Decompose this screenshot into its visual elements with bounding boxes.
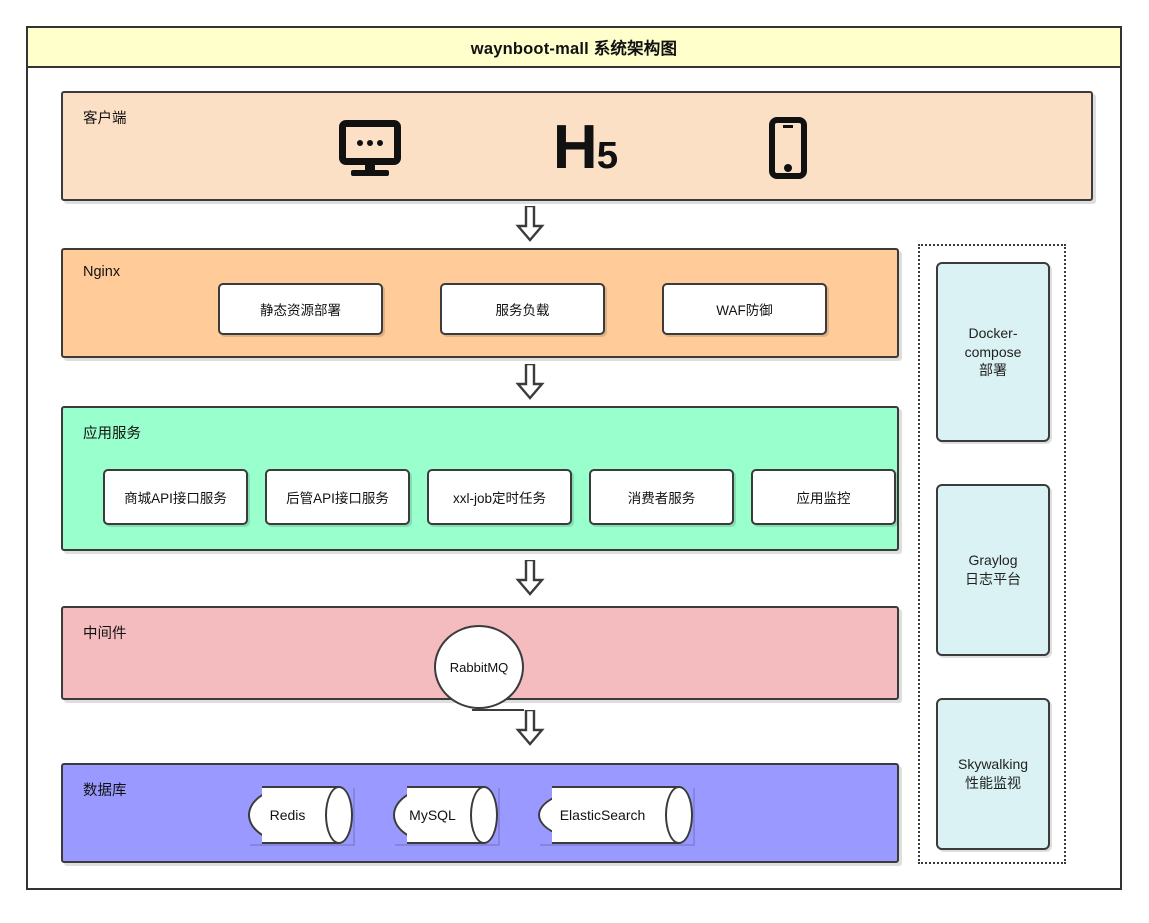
- node-redis[interactable]: Redis: [248, 786, 353, 844]
- h5-letter: H: [552, 113, 598, 182]
- ops-box-docker-compose[interactable]: Docker- compose 部署: [936, 262, 1050, 442]
- cylinder-cap: [325, 786, 353, 844]
- node-waf-defense[interactable]: WAF防御: [662, 283, 827, 335]
- ops-docker-line2: compose: [964, 343, 1022, 360]
- node-elasticsearch[interactable]: ElasticSearch: [538, 786, 693, 844]
- layer-app-services: 应用服务 商城API接口服务 后管API接口服务 xxl-job定时任务 消费者…: [61, 406, 899, 551]
- layer-database-label: 数据库: [83, 783, 127, 799]
- arrow-client-to-nginx: [515, 206, 545, 242]
- monitor-neck: [364, 165, 375, 172]
- monitor-dot: [356, 139, 363, 146]
- elasticsearch-label: ElasticSearch: [559, 807, 646, 823]
- monitor-dot: [376, 139, 383, 146]
- monitor-base: [350, 170, 389, 176]
- ops-docker-line3: 部署: [979, 362, 1007, 379]
- ops-skywalking-line1: Skywalking: [957, 756, 1029, 773]
- cylinder-body-fill: [552, 786, 679, 844]
- ops-skywalking-line2: 性能监视: [965, 775, 1021, 791]
- node-mall-api-service[interactable]: 商城API接口服务: [103, 469, 248, 525]
- h5-label: H5: [553, 117, 618, 179]
- layer-database: 数据库 Redis MySQL ElasticSearch: [61, 763, 899, 863]
- layer-nginx-label: Nginx: [83, 264, 121, 280]
- ops-tooling-container: Docker- compose 部署 Graylog 日志平台 Skywalki…: [918, 244, 1066, 864]
- layer-nginx: Nginx 静态资源部署 服务负载 WAF防御: [61, 248, 899, 358]
- mobile-phone-icon: [769, 117, 807, 179]
- desktop-monitor-icon: [338, 120, 401, 176]
- node-service-load-balance[interactable]: 服务负载: [440, 283, 605, 335]
- layer-client-label: 客户端: [83, 111, 127, 127]
- rabbitmq-tail: [472, 709, 524, 711]
- layer-client: 客户端 H5: [61, 91, 1093, 201]
- h5-digit: 5: [596, 134, 618, 177]
- layer-middleware-label: 中间件: [83, 626, 127, 642]
- diagram-frame: waynboot-mall 系统架构图 客户端 H5: [26, 26, 1122, 890]
- nginx-node-row: 静态资源部署 服务负载 WAF防御: [218, 283, 827, 335]
- diagram-title-band: waynboot-mall 系统架构图: [28, 28, 1120, 68]
- phone-home-button: [784, 164, 792, 172]
- mysql-label: MySQL: [409, 807, 456, 823]
- rabbitmq-circle: RabbitMQ: [434, 625, 524, 709]
- node-static-resource-deploy[interactable]: 静态资源部署: [218, 283, 383, 335]
- database-node-row: Redis MySQL ElasticSearch: [248, 786, 693, 844]
- arrow-middleware-to-database: [515, 710, 545, 746]
- redis-label: Redis: [269, 807, 306, 823]
- ops-docker-line1: Docker-: [968, 324, 1018, 341]
- client-icon-group: H5: [263, 93, 883, 203]
- ops-box-skywalking[interactable]: Skywalking 性能监视: [936, 698, 1050, 850]
- monitor-screen: [338, 120, 401, 165]
- ops-box-graylog[interactable]: Graylog 日志平台: [936, 484, 1050, 656]
- ops-graylog-line1: Graylog: [968, 552, 1018, 569]
- layer-app-label: 应用服务: [83, 426, 141, 442]
- page-title: waynboot-mall 系统架构图: [470, 40, 678, 58]
- layer-middleware: 中间件 RabbitMQ: [61, 606, 899, 711]
- phone-speaker: [783, 125, 793, 128]
- arrow-nginx-to-app: [515, 364, 545, 400]
- cylinder-cap: [665, 786, 693, 844]
- arrow-app-to-middleware: [515, 560, 545, 596]
- node-rabbitmq[interactable]: RabbitMQ: [434, 625, 524, 715]
- node-app-monitoring[interactable]: 应用监控: [751, 469, 896, 525]
- app-node-row: 商城API接口服务 后管API接口服务 xxl-job定时任务 消费者服务 应用…: [103, 469, 896, 525]
- node-consumer-service[interactable]: 消费者服务: [589, 469, 734, 525]
- ops-graylog-line2: 日志平台: [965, 571, 1021, 587]
- node-admin-api-service[interactable]: 后管API接口服务: [265, 469, 410, 525]
- monitor-dot: [366, 139, 373, 146]
- cylinder-cap: [470, 786, 498, 844]
- node-mysql[interactable]: MySQL: [393, 786, 498, 844]
- node-xxl-job-scheduler[interactable]: xxl-job定时任务: [427, 469, 572, 525]
